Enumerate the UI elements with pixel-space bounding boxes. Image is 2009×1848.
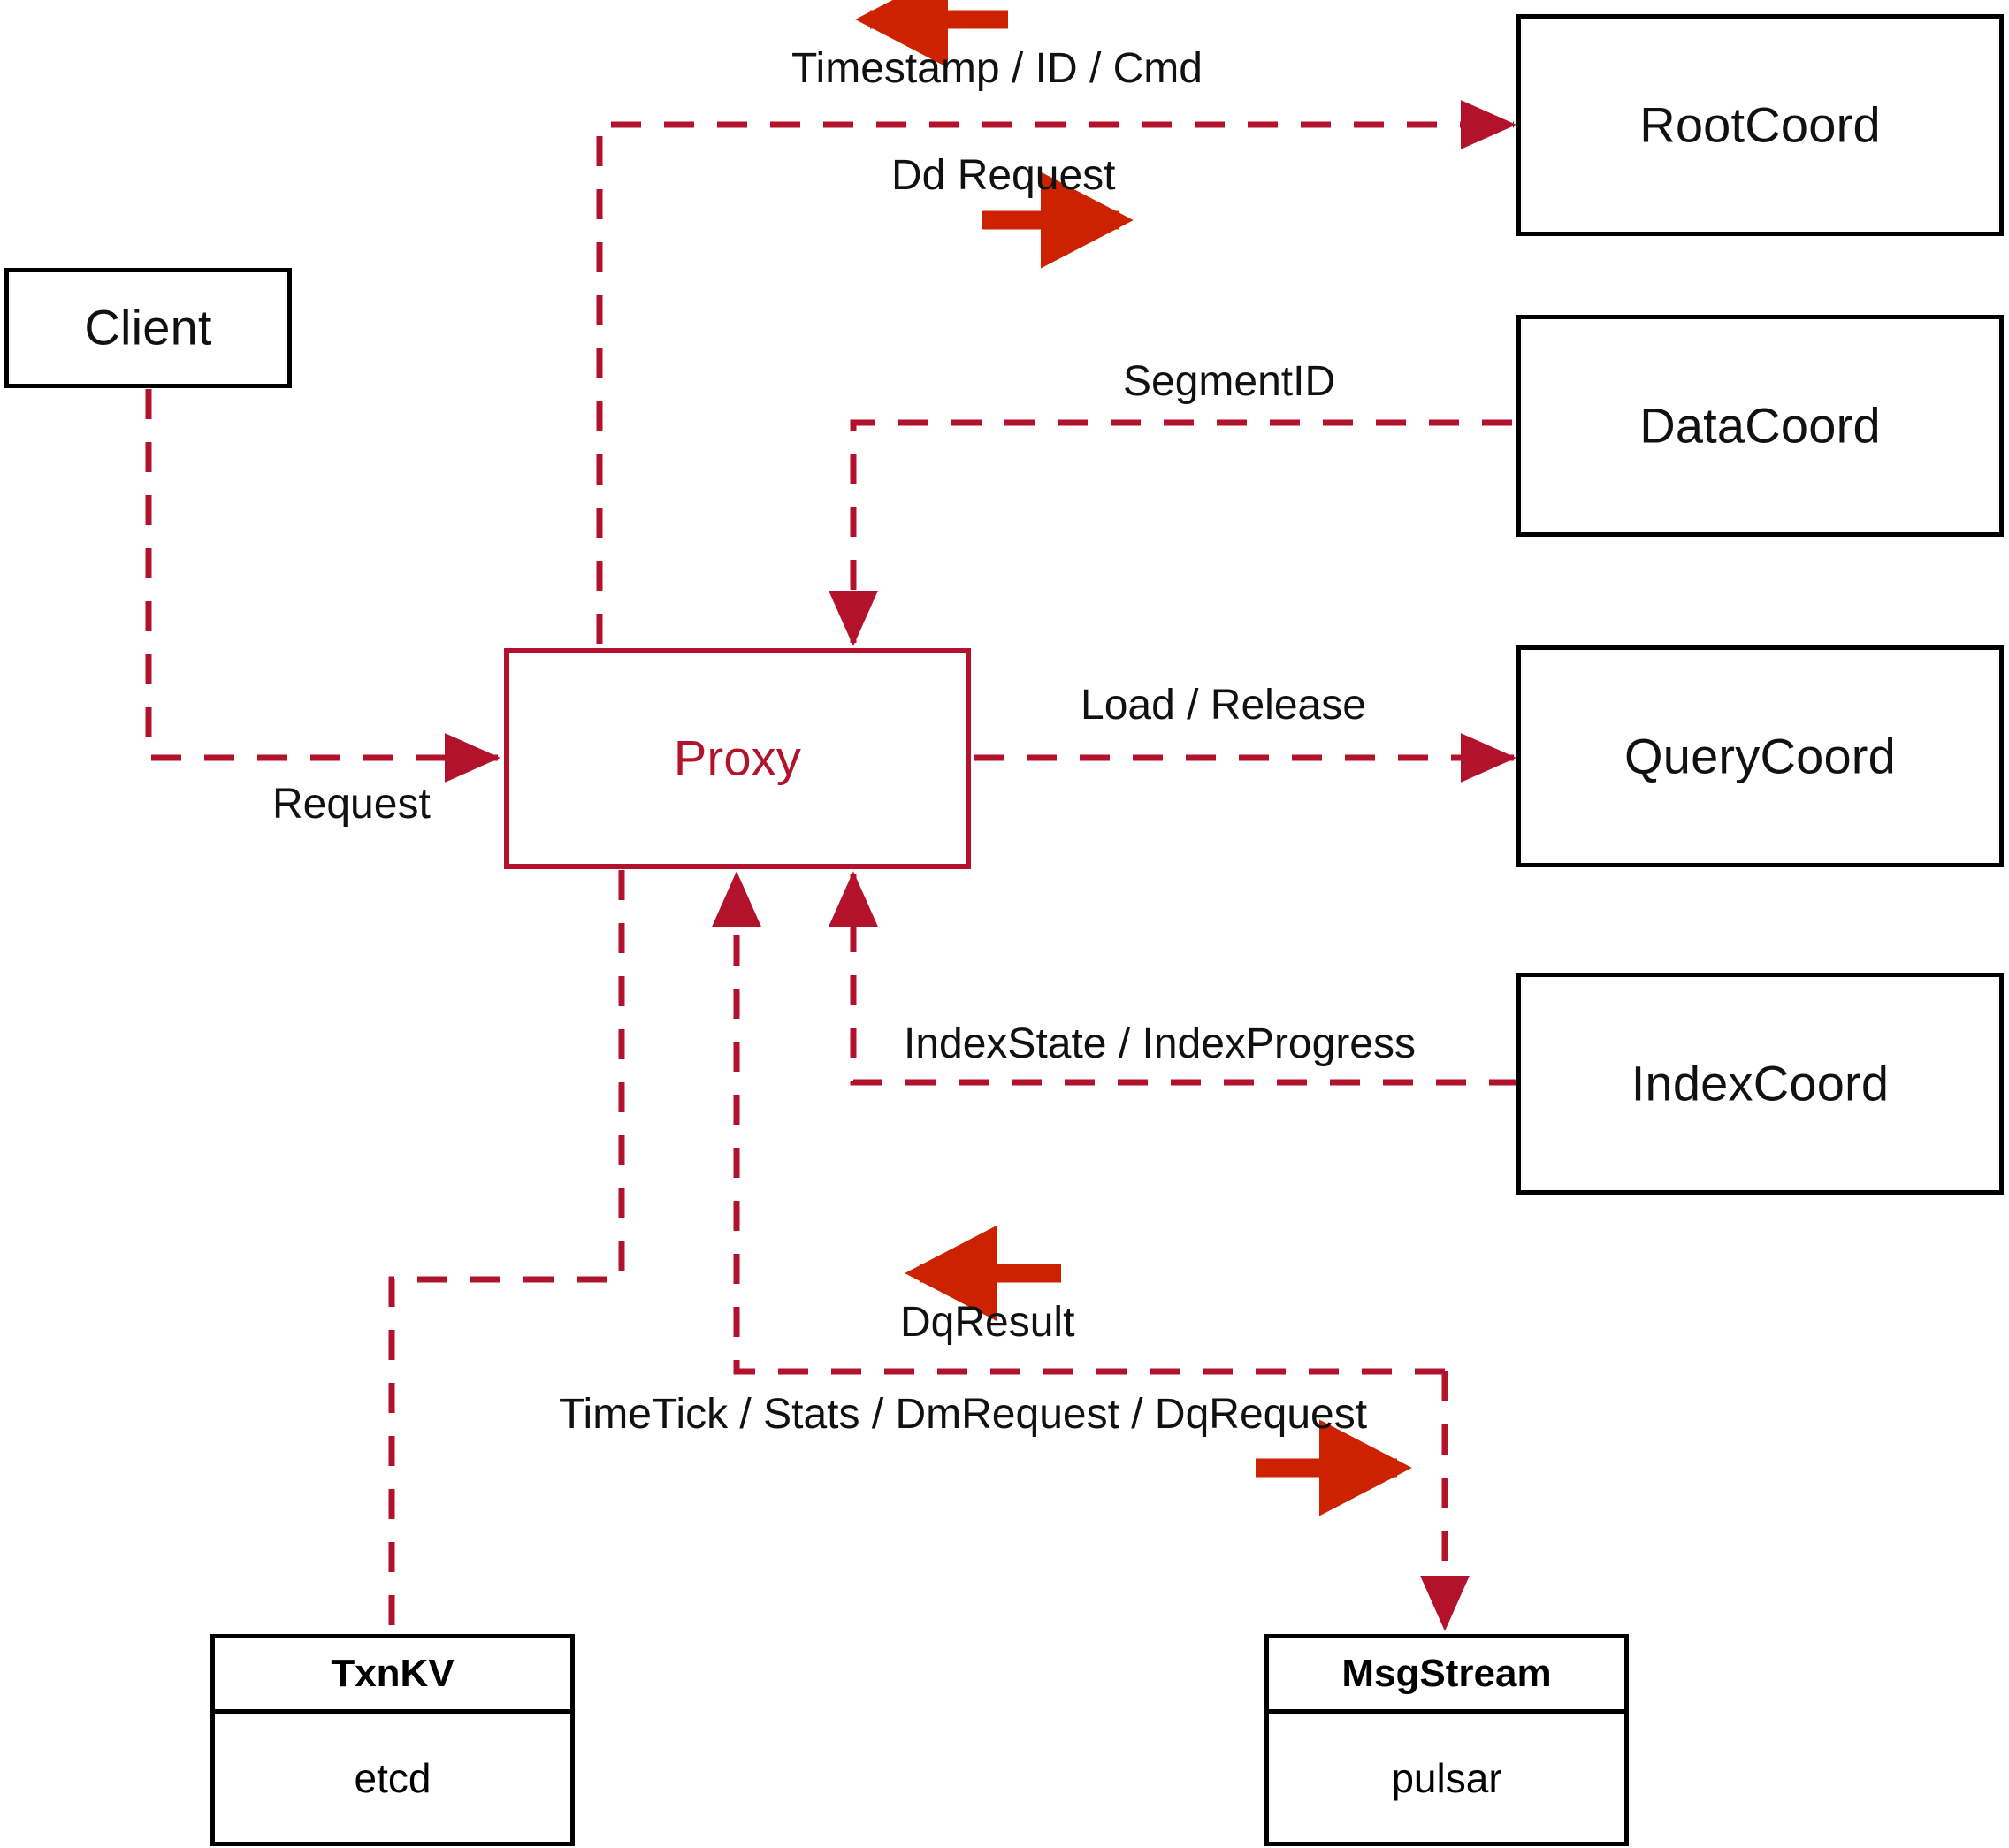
- node-querycoord[interactable]: QueryCoord: [1516, 645, 2004, 867]
- edge-label-request: Request: [272, 781, 431, 828]
- edge-label-dq-result: DqResult: [900, 1299, 1075, 1346]
- node-datacoord-label: DataCoord: [1639, 397, 1881, 454]
- node-proxy[interactable]: Proxy: [504, 648, 971, 869]
- edge-label-load-release: Load / Release: [1081, 682, 1366, 729]
- node-client[interactable]: Client: [4, 268, 292, 388]
- edge-datacoord-to-proxy: [829, 419, 1512, 646]
- edge-label-timetick-stats: TimeTick / Stats / DmRequest / DqRequest: [559, 1391, 1368, 1438]
- node-txnkv-body: etcd: [354, 1754, 432, 1801]
- edge-client-to-proxy: [145, 389, 500, 783]
- node-indexcoord[interactable]: IndexCoord: [1516, 973, 2004, 1195]
- node-msgstream-body: pulsar: [1391, 1754, 1502, 1801]
- node-txnkv-header: TxnKV: [215, 1638, 570, 1714]
- node-indexcoord-label: IndexCoord: [1631, 1055, 1890, 1111]
- node-msgstream-header: MsgStream: [1269, 1638, 1624, 1714]
- node-client-label: Client: [84, 299, 212, 355]
- edge-indexcoord-to-proxy: [829, 871, 1519, 1086]
- node-txnkv[interactable]: TxnKV etcd: [210, 1634, 575, 1846]
- edge-label-dd-request: Dd Request: [891, 152, 1116, 199]
- node-querycoord-label: QueryCoord: [1623, 728, 1897, 784]
- edge-msgstream-to-proxy: [712, 871, 1445, 1375]
- node-rootcoord[interactable]: RootCoord: [1516, 14, 2004, 236]
- node-proxy-label: Proxy: [673, 729, 802, 786]
- node-datacoord[interactable]: DataCoord: [1516, 315, 2004, 537]
- edge-label-timestamp-id-cmd: Timestamp / ID / Cmd: [791, 45, 1203, 92]
- edge-proxy-to-rootcoord: [596, 100, 1516, 644]
- node-msgstream[interactable]: MsgStream pulsar: [1264, 1634, 1629, 1846]
- edge-proxy-to-txnkv: [388, 870, 625, 1634]
- node-rootcoord-label: RootCoord: [1639, 96, 1881, 153]
- edge-label-index-state-progress: IndexState / IndexProgress: [904, 1020, 1416, 1067]
- edge-label-segment-id: SegmentID: [1123, 358, 1336, 405]
